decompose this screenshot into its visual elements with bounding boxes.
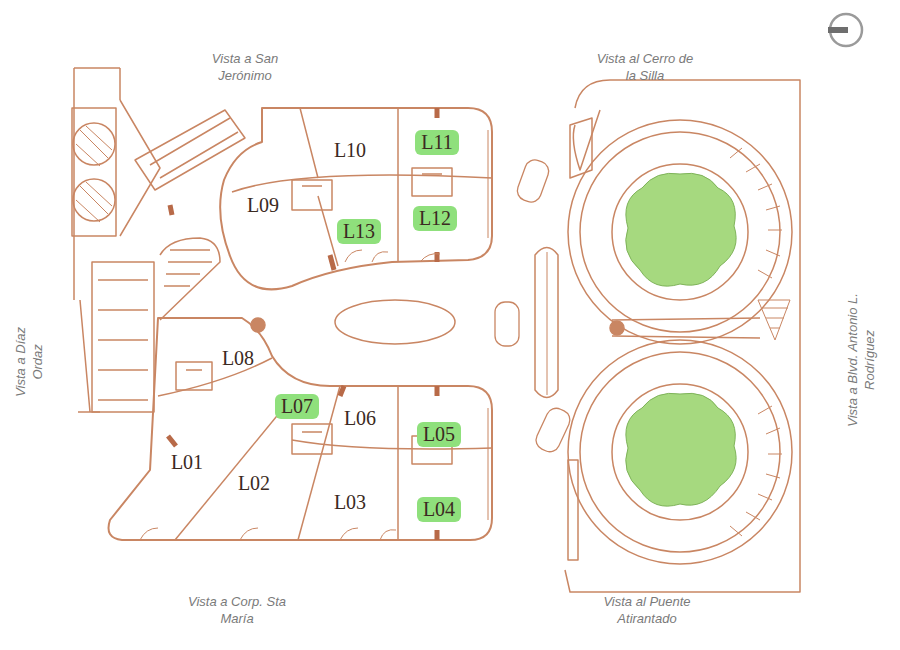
- highlighted-unit: L12: [413, 206, 457, 231]
- highlighted-unit: L04: [417, 497, 461, 522]
- view-label: Vista a Corp. Sta María: [182, 594, 292, 628]
- view-label: Vista a Díaz Ordaz: [13, 322, 47, 402]
- unit-label: L09: [243, 193, 283, 218]
- unit-number: L10: [334, 139, 366, 162]
- highlighted-unit: L13: [337, 219, 381, 244]
- unit-number: L01: [171, 451, 203, 474]
- highlighted-unit: L05: [417, 422, 461, 447]
- view-label: Vista a Blvd. Antonio L. Rodríguez: [845, 290, 879, 430]
- unit-number: L04: [423, 498, 455, 521]
- unit-label: L03: [330, 490, 370, 515]
- highlighted-unit: L11: [415, 130, 458, 155]
- unit-label: L01: [167, 450, 207, 475]
- unit-number: L08: [222, 347, 254, 370]
- unit-number: L06: [344, 407, 376, 430]
- view-label: Vista al Cerro de la Silla: [590, 51, 700, 85]
- unit-number: L13: [343, 220, 375, 243]
- unit-label: L10: [330, 138, 370, 163]
- view-label: Vista a San Jerónimo: [190, 51, 300, 85]
- unit-number: L07: [281, 395, 313, 418]
- unit-number: L05: [423, 423, 455, 446]
- unit-label: L08: [218, 346, 258, 371]
- unit-number: L09: [247, 194, 279, 217]
- unit-number: L12: [419, 207, 451, 230]
- unit-number: L02: [238, 472, 270, 495]
- unit-label: L06: [340, 406, 380, 431]
- highlighted-unit: L07: [275, 394, 319, 419]
- view-label: Vista al Puente Atirantado: [592, 594, 702, 628]
- unit-label: L02: [234, 471, 274, 496]
- unit-number: L03: [334, 491, 366, 514]
- unit-number: L11: [421, 131, 452, 154]
